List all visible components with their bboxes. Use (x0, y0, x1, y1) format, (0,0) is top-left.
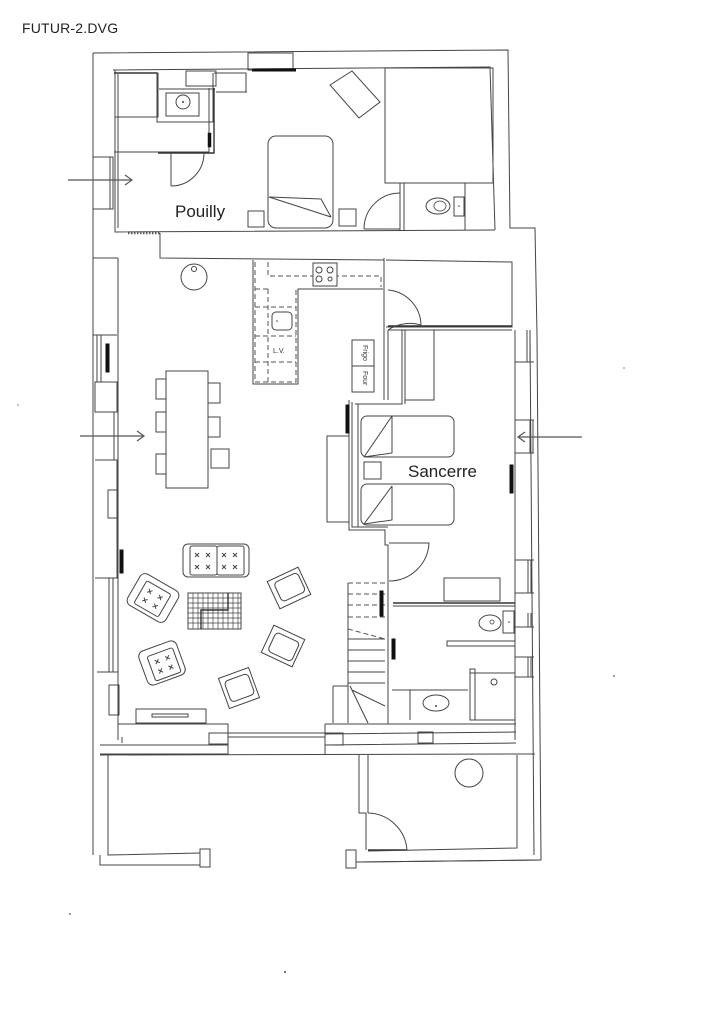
room-label-pouilly: Pouilly (175, 202, 226, 221)
staircase (326, 330, 430, 724)
pouilly-room (93, 52, 496, 235)
living-room-furniture (126, 543, 312, 724)
fridge-label: Frigo (361, 345, 368, 361)
oven-label: Four (361, 371, 368, 386)
entry-arrow-sancerre (516, 431, 582, 443)
south-wall (99, 723, 536, 756)
living-area (93, 233, 385, 740)
entry-arrow-pouilly (68, 174, 134, 186)
entry-arrow-living (80, 430, 146, 442)
sancerre-room (345, 259, 534, 740)
room-label-sancerre: Sancerre (408, 462, 477, 481)
terrace-left (107, 755, 211, 868)
scan-specks (17, 367, 625, 974)
document-title: FUTUR-2.DVG (22, 20, 119, 36)
coffee-table-rug (187, 592, 242, 630)
dining-table (155, 370, 230, 489)
kitchen-sink-label: L.V. (273, 348, 285, 355)
kitchen: L.V. Frigo Four (252, 260, 383, 393)
storage-room-right (345, 755, 542, 869)
